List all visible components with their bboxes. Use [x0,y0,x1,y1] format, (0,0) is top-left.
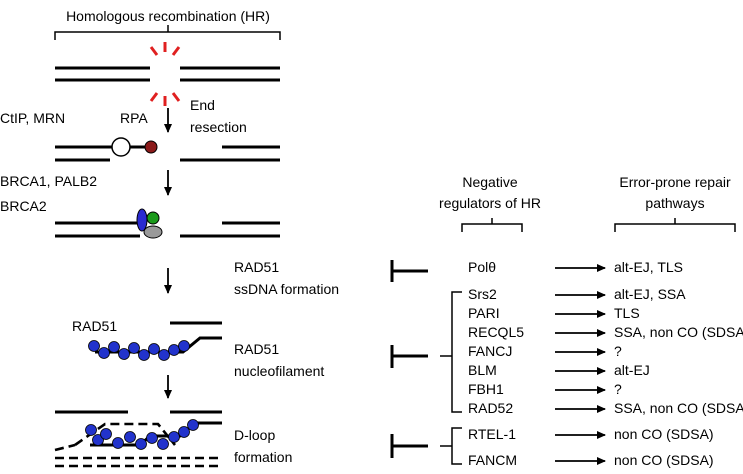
group-bracket-large [440,291,462,413]
brca1-palb2-label: BRCA1, PALB2 [0,173,97,189]
hr-bracket [54,25,281,40]
rad51-beads [88,340,190,361]
err-header-bracket [614,218,736,232]
step-ssdna-1: RAD51 [234,259,279,275]
rad51-bead [124,431,136,443]
rad51-bead [135,438,147,450]
regulator-row: FANCJ? [468,343,622,359]
regulator-list: Polθ alt-EJ, TLS Srs2 alt-EJ, SSA PARI TLS REC… [468,259,743,468]
regulator-row: RECQL5 SSA, non CO (SDSA) [468,324,743,340]
regulator-name: BLM [468,362,497,378]
regulator-name: RTEL-1 [468,426,516,442]
rad51-bead [118,348,130,360]
regulator-row: BLM alt-EJ [468,362,650,378]
regulator-row: FBH1? [468,381,622,397]
rpa-label: RPA [120,110,148,126]
rad51-bead [108,341,120,353]
pathway-name: alt-EJ, TLS [614,259,683,275]
rad51-bead [138,349,150,361]
inhibition-icon [390,345,428,368]
pathway-name: TLS [614,305,640,321]
rad51-bead [100,428,112,440]
hr-title: Homologous recombination (HR) [66,8,270,24]
pathway-name: ? [614,381,622,397]
rad51-bead [157,438,169,450]
ctip-mrn-label: CtIP, MRN [0,110,65,126]
neg-header-1: Negative [462,174,517,190]
regulator-name: Srs2 [468,286,497,302]
end-label: End [190,97,215,113]
pathway-name: alt-EJ, SSA [614,286,686,302]
rad51-bead [187,419,199,431]
pathway-name: non CO (SDSA) [614,452,714,468]
rad51-bead [178,340,190,352]
inhibition-icon [390,434,428,458]
regulator-name: FANCJ [468,343,512,359]
rad51-bead [92,434,104,446]
pathway-name: SSA, non CO (SDSA) [614,324,743,340]
neg-header-2: regulators of HR [439,195,541,211]
regulator-row: Srs2 alt-EJ, SSA [468,286,686,302]
pathway-name: alt-EJ [614,362,650,378]
break-mark-icon [149,42,181,106]
brca-dna [55,221,280,238]
regulator-name: FANCM [468,452,517,468]
rad51-bead [85,424,97,436]
rad51-bead [158,349,170,361]
regulator-row: PARI TLS [468,305,640,321]
step-nucleo-2: nucleofilament [234,363,324,379]
dloop-dna [55,410,222,447]
regulator-row: RAD52 SSA, non CO (SDSA) [468,400,743,416]
rad51-beads [85,419,199,450]
regulator-name: Polθ [468,259,496,275]
dna-double-strand-break [55,66,280,82]
neg-header-bracket [461,218,523,232]
rad51-bead [146,432,158,444]
regulator-row: FANCM non CO (SDSA) [468,452,714,468]
rad51-bead [112,437,124,449]
err-header-2: pathways [645,195,704,211]
group-bracket-small [440,427,462,465]
brca2-label: BRCA2 [0,198,47,214]
regulator-name: FBH1 [468,381,504,397]
regulator-row: Polθ alt-EJ, TLS [468,259,683,275]
regulator-name: RAD52 [468,400,513,416]
pathway-name: ? [614,343,622,359]
inhibition-icon [390,260,428,282]
rpa-icon [111,137,158,157]
rad51-bead [178,426,190,438]
rad51-filament-label: RAD51 [72,318,117,334]
pathway-name: non CO (SDSA) [614,426,714,442]
regulator-name: PARI [468,305,500,321]
err-header-1: Error-prone repair [619,174,731,190]
regulator-name: RECQL5 [468,324,524,340]
step-ssdna-2: ssDNA formation [234,281,339,297]
brca-complex-icon [136,208,163,239]
resected-dna [55,145,280,162]
step-nucleo-1: RAD51 [234,341,279,357]
rad51-bead [128,342,140,354]
rad51-bead [168,344,180,356]
pathway-name: SSA, non CO (SDSA) [614,400,743,416]
rad51-bead [168,431,180,443]
step-dloop-1: D-loop [234,427,275,443]
rad51-bead [98,347,110,359]
rad51-bead [148,343,160,355]
regulator-row: RTEL-1 non CO (SDSA) [468,426,714,442]
step-dloop-2: formation [234,449,292,465]
resection-label: resection [190,119,247,135]
rad51-bead [88,340,100,352]
